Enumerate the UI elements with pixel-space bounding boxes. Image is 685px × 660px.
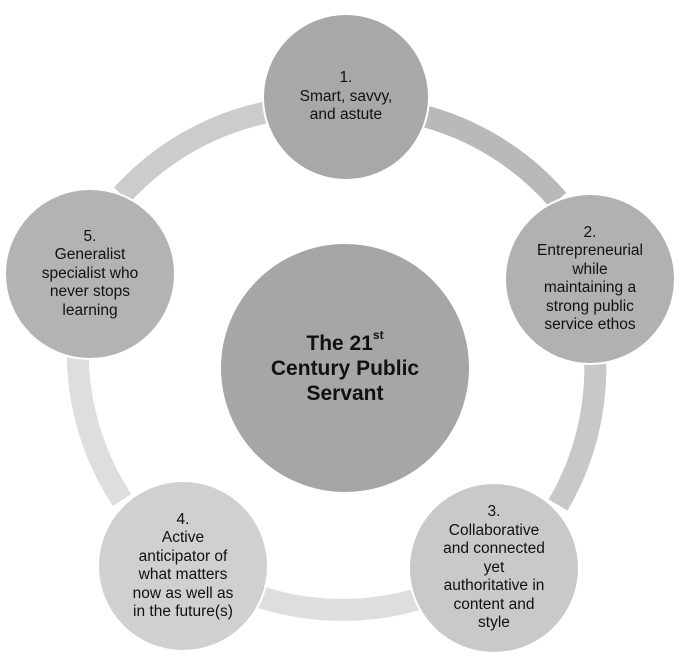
- step-2-line: strong public: [546, 297, 634, 315]
- step-5-line: 5.: [83, 227, 97, 245]
- step-5-line: Generalist: [54, 246, 126, 264]
- step-3-line: authoritative in: [443, 577, 545, 595]
- step-3-text: 3. Collaborative and connected yet autho…: [437, 503, 551, 633]
- center-title-line-3: Servant: [306, 381, 384, 405]
- ring-arc-4-5: [66, 339, 132, 507]
- step-2-line: 2.: [583, 223, 597, 241]
- ring-arc-2-3: [548, 354, 607, 511]
- step-5-line: specialist who: [41, 264, 139, 282]
- center-title-line-2: Century Public: [270, 356, 420, 380]
- center-title-line-1: The 21st: [271, 327, 419, 356]
- step-1-text: 1. Smart, savvy, and astute: [294, 69, 399, 125]
- step-3-line: content and: [453, 595, 535, 613]
- step-2-line: maintaining a: [543, 279, 637, 296]
- step-4-node: 4. Active anticipator of what matters no…: [97, 480, 269, 652]
- step-5-line: learning: [62, 301, 118, 319]
- center-title: The 21st Century Public Servant: [265, 327, 425, 406]
- step-3-line: and connected: [443, 540, 545, 558]
- step-1-line: 1.: [339, 69, 353, 87]
- step-2-line: Entrepreneurial: [537, 242, 643, 259]
- center-title-main: The 21: [306, 331, 373, 355]
- step-4-line: 4.: [176, 510, 190, 528]
- step-4-line: in the future(s): [133, 603, 233, 620]
- step-5-node: 5. Generalist specialist who never stops…: [4, 188, 176, 360]
- step-4-text: 4. Active anticipator of what matters no…: [127, 511, 240, 622]
- step-2-line: service ethos: [544, 316, 636, 333]
- step-4-line: now as well as: [132, 584, 234, 602]
- step-3-line: style: [478, 614, 510, 632]
- step-5-text: 5. Generalist specialist who never stops…: [36, 228, 145, 321]
- step-3-line: Collaborative: [448, 521, 540, 539]
- step-5-line: never stops: [49, 283, 131, 301]
- step-2-node: 2. Entrepreneurial while maintaining a s…: [504, 193, 676, 365]
- ring-arc-5-1: [113, 101, 271, 203]
- ring-arc-1-2: [417, 104, 567, 208]
- step-2-text: 2. Entrepreneurial while maintaining a s…: [531, 224, 649, 335]
- center-title-superscript: st: [372, 327, 384, 342]
- center-node: The 21st Century Public Servant: [219, 242, 471, 494]
- step-4-line: what matters: [138, 566, 228, 583]
- step-3-line: yet: [483, 558, 505, 576]
- step-2-line: while: [572, 260, 608, 278]
- step-4-line: Active: [161, 529, 205, 546]
- step-3-line: 3.: [487, 503, 501, 521]
- step-4-line: anticipator of: [138, 547, 228, 565]
- step-1-line: Smart, savvy,: [299, 87, 393, 105]
- step-1-line: and astute: [309, 106, 383, 124]
- ring-arc-3-4: [256, 586, 429, 621]
- step-1-node: 1. Smart, savvy, and astute: [262, 13, 430, 181]
- step-3-node: 3. Collaborative and connected yet autho…: [408, 482, 580, 654]
